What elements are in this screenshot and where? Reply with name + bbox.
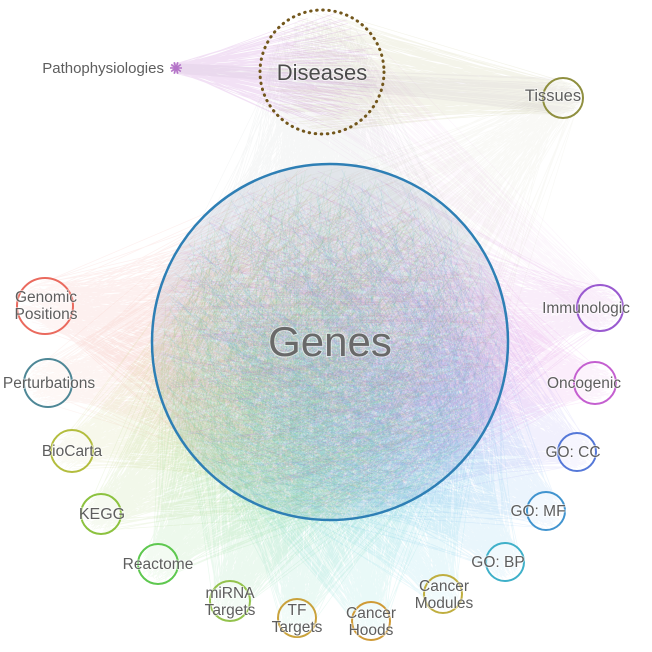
edge-bundle-diseases-genes	[160, 16, 503, 513]
edge-bundle-kegg-genes	[83, 172, 501, 532]
node-biocarta[interactable]	[50, 429, 94, 473]
node-tf-targets[interactable]	[277, 598, 317, 638]
edge-bundle-tf-targets-genes	[161, 173, 502, 635]
label-go-bp: GO: BP	[471, 554, 524, 571]
edge-bundle-immunologic-genes	[161, 170, 621, 513]
label-oncogenic: Oncogenic	[547, 375, 621, 392]
label-reactome: Reactome	[123, 556, 194, 573]
label-perturbations: Perturbations	[3, 375, 95, 392]
label-go-cc: GO: CC	[545, 444, 600, 461]
edge-bundle-tissues-diseases	[262, 12, 581, 133]
label-kegg: KEGG	[79, 506, 125, 523]
node-tissues[interactable]	[542, 77, 584, 119]
label-biocarta: BioCarta	[42, 443, 103, 460]
node-immunologic[interactable]	[576, 284, 624, 332]
node-go-cc[interactable]	[557, 432, 597, 472]
node-cancer-modules[interactable]	[423, 574, 463, 614]
label-immunologic: Immunologic	[542, 300, 630, 317]
node-oncogenic[interactable]	[573, 361, 617, 405]
node-genes[interactable]	[150, 162, 510, 522]
edge-bundle-oncogenic-genes	[161, 180, 614, 511]
edge-bundle-reactome-genes	[140, 181, 503, 582]
node-cancer-hoods[interactable]	[351, 601, 391, 641]
label-diseases: Diseases	[277, 60, 367, 85]
edge-bundle-go-bp-genes	[163, 169, 523, 579]
edge-bundle-tissues-genes	[172, 80, 582, 510]
node-diseases[interactable]	[258, 8, 386, 136]
node-genomic-positions[interactable]	[16, 277, 74, 335]
edge-bundle-immunologic-diseases	[273, 11, 620, 329]
node-reactome[interactable]	[137, 543, 179, 585]
label-tissues: Tissues	[525, 87, 581, 105]
node-perturbations[interactable]	[23, 358, 73, 408]
node-pathophysiologies[interactable]	[170, 62, 182, 74]
node-kegg[interactable]	[80, 493, 122, 535]
label-genes: Genes	[268, 318, 392, 365]
edge-bundle-go-cc-genes	[158, 180, 594, 509]
label-go-mf: GO: MF	[510, 503, 565, 520]
edge-bundles	[20, 11, 621, 638]
node-go-bp[interactable]	[485, 542, 525, 582]
edge-bundle-genomic-positions-genes	[20, 168, 502, 515]
edge-bundle-pathophysiologies-tissues	[171, 62, 582, 115]
genes-circle-fill	[152, 164, 508, 520]
edge-bundle-cancer-hoods-genes	[164, 177, 499, 638]
node-mirna-targets[interactable]	[209, 580, 251, 622]
edge-bundle-mirna-targets-genes	[162, 169, 488, 619]
node-go-mf[interactable]	[526, 491, 566, 531]
label-pathophysiologies: Pathophysiologies	[42, 60, 164, 77]
edge-bundle-cancer-modules-genes	[164, 193, 504, 611]
edge-bundle-go-mf-genes	[170, 180, 563, 529]
